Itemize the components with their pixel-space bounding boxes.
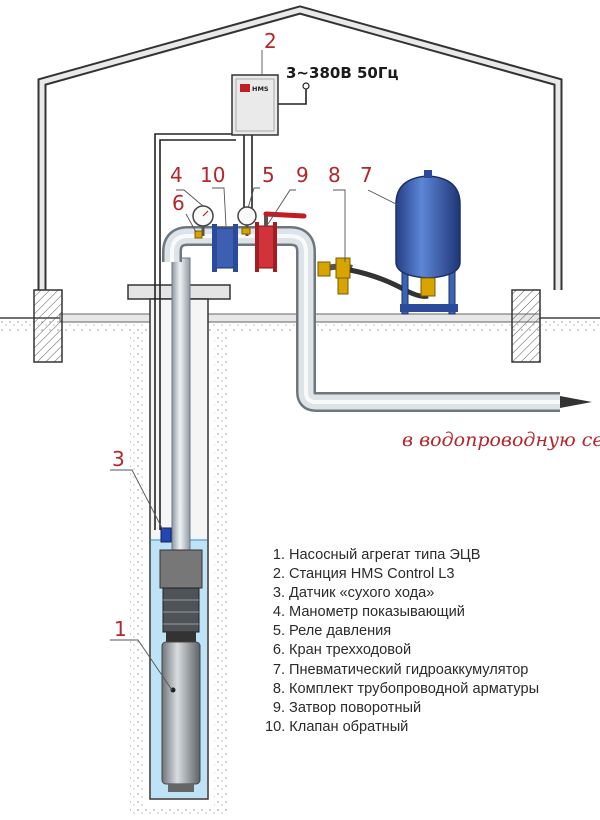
control-station: HMS — [231, 74, 310, 136]
legend-item-number: 10. — [265, 718, 286, 735]
callout-numbers: 1 2 3 4 5 6 7 8 9 10 — [112, 29, 373, 641]
callout-7: 7 — [360, 163, 373, 187]
check-valve — [212, 224, 238, 272]
legend-item: 1.Насосный агрегат типа ЭЦВ — [265, 546, 539, 565]
legend-item-number: 4. — [272, 604, 285, 621]
legend-item: 9.Затвор поворотный — [265, 699, 539, 718]
legend-item: 5.Реле давления — [265, 622, 539, 641]
callout-9: 9 — [296, 163, 309, 187]
legend-item-number: 3. — [272, 585, 285, 602]
legend-item-number: 1. — [272, 547, 285, 563]
legend-item-number: 8. — [272, 680, 285, 697]
building-frame — [37, 5, 563, 290]
legend-item-text: Комплект трубопроводной арматуры — [289, 680, 540, 697]
callout-2: 2 — [264, 29, 277, 53]
legend-item-text: Клапан обратный — [289, 718, 409, 735]
legend-item-number: 5. — [272, 623, 285, 640]
legend-item-text: Станция HMS Control L3 — [289, 566, 455, 583]
legend-item: 4.Манометр показывающий — [265, 603, 539, 622]
callout-1: 1 — [114, 617, 127, 641]
callout-4: 4 — [170, 163, 183, 187]
pressure-switch — [237, 206, 257, 236]
legend-item-text: Пневматический гидроаккумулятор — [289, 661, 529, 678]
legend-item: 6.Кран трехходовой — [265, 641, 539, 660]
pressure-tank — [395, 170, 461, 315]
power-supply-label: 3~380В 50Гц — [286, 64, 399, 82]
submersible-pump — [159, 549, 203, 792]
manifold-pipe — [162, 226, 592, 412]
legend-item-text: Затвор поворотный — [289, 699, 422, 716]
manometer — [192, 205, 214, 236]
legend-item-text: Насосный агрегат типа ЭЦВ — [289, 547, 481, 563]
legend-item: 3.Датчик «сухого хода» — [265, 584, 539, 603]
callout-3: 3 — [112, 447, 125, 471]
legend-item: 8.Комплект трубопроводной арматуры — [265, 680, 539, 699]
legend-item-number: 6. — [272, 642, 285, 659]
legend-item-text: Кран трехходовой — [289, 642, 412, 659]
legend-item: 10.Клапан обратный — [265, 718, 539, 737]
legend-item: 2.Станция HMS Control L3 — [265, 565, 539, 584]
riser-pipe — [171, 257, 191, 559]
legend-item-text: Реле давления — [289, 623, 392, 640]
control-box-logo: HMS — [252, 85, 269, 93]
three-way-tap — [194, 230, 203, 239]
callout-10: 10 — [200, 163, 225, 187]
butterfly-valve — [255, 211, 307, 272]
power-cables — [154, 88, 307, 530]
legend-item-number: 2. — [272, 566, 285, 583]
dry-run-sensor — [160, 527, 172, 543]
legend-item-text: Манометр показывающий — [289, 604, 465, 621]
legend-item-number: 7. — [272, 661, 285, 678]
callout-5: 5 — [262, 163, 275, 187]
legend-item: 7.Пневматический гидроаккумулятор — [265, 661, 539, 680]
destination-label: в водопроводную сеть — [402, 429, 600, 451]
callout-6: 6 — [172, 191, 185, 215]
legend-item-text: Датчик «сухого хода» — [289, 585, 435, 602]
callout-8: 8 — [328, 163, 341, 187]
callout-leaders — [110, 50, 399, 691]
legend-item-number: 9. — [272, 699, 285, 716]
